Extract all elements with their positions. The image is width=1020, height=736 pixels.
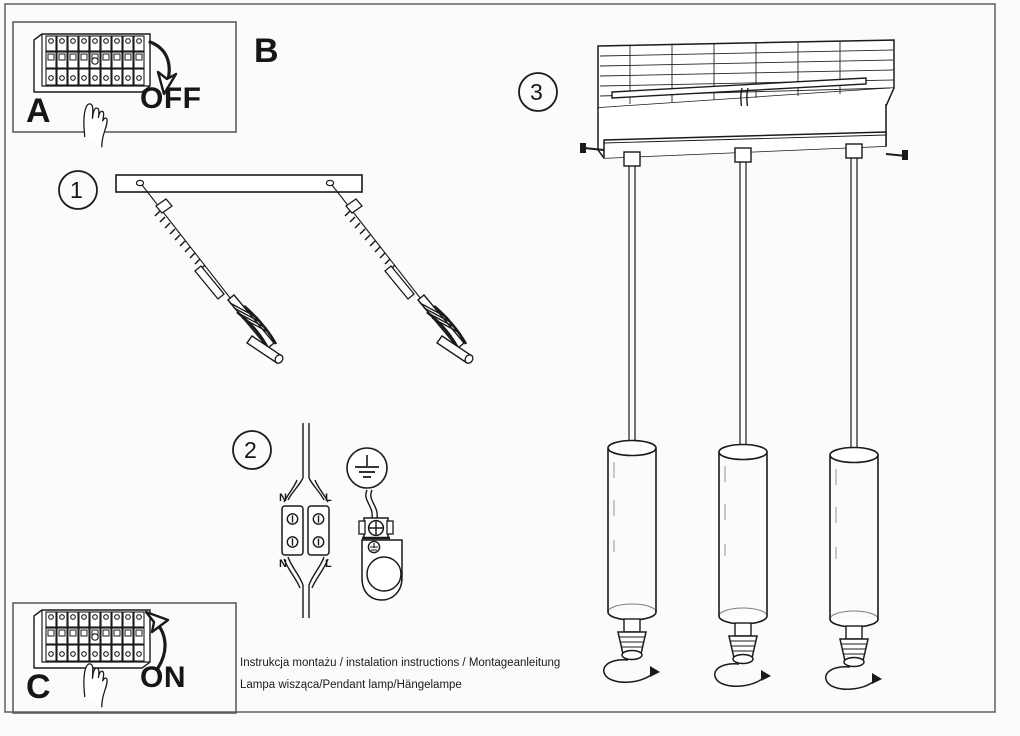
pendant-shade-3 xyxy=(825,446,882,691)
pendant-shade-2 xyxy=(714,443,771,688)
panel-c-state-label: ON xyxy=(140,661,186,694)
breaker-panel-a xyxy=(33,33,151,93)
terminal-label-n-bottom: N xyxy=(279,558,287,570)
breaker-panel-c xyxy=(33,609,151,669)
pendant-shade-1 xyxy=(603,439,660,684)
terminal-label-l-top: L xyxy=(325,492,332,504)
caption-line-2: Lampa wisząca/Pendant lamp/Hängelampe xyxy=(240,679,462,691)
step-2-badge xyxy=(232,430,272,470)
bar-screw-left xyxy=(580,143,605,153)
step-2-illustration xyxy=(232,423,403,618)
arrow-up-icon xyxy=(144,610,170,670)
ceiling-mount-bar xyxy=(580,104,908,167)
terminal-block xyxy=(281,505,330,556)
hand-icon-a xyxy=(83,103,108,148)
panel-c-letter: C xyxy=(26,668,52,706)
panel-a-state-label: OFF xyxy=(140,82,202,115)
step-2-number: 2 xyxy=(244,437,257,463)
bar-screw-right xyxy=(885,150,908,160)
step-1-badge xyxy=(58,170,98,210)
step-3-badge xyxy=(518,72,558,112)
panel-b-letter: B xyxy=(254,32,280,70)
step-3-illustration xyxy=(518,39,908,691)
ceiling-slab xyxy=(597,39,895,119)
terminal-label-l-bottom: L xyxy=(325,558,332,570)
mounting-bar xyxy=(115,174,363,193)
step-3-number: 3 xyxy=(530,79,543,105)
step-1-number: 1 xyxy=(70,177,83,203)
step-1-illustration xyxy=(58,170,474,364)
screw-plug-right xyxy=(331,184,474,364)
panel-c-border xyxy=(12,602,237,714)
lamp-cable-bottom xyxy=(283,556,329,618)
screw-plug-left xyxy=(141,184,284,364)
panel-a-border xyxy=(12,21,237,133)
panel-a-letter: A xyxy=(26,92,52,130)
supply-cable-top xyxy=(283,423,329,503)
wall-plug-left xyxy=(227,294,284,364)
hand-icon-c xyxy=(83,663,108,708)
earth-clamp xyxy=(358,517,403,601)
terminal-label-n-top: N xyxy=(279,492,287,504)
arrow-down-icon xyxy=(148,40,178,96)
suspension-cables xyxy=(628,158,858,448)
page-border xyxy=(4,3,996,713)
wall-plug-right xyxy=(417,294,474,364)
earth-ground-icon xyxy=(346,447,388,489)
caption-line-1: Instrukcja montażu / instalation instruc… xyxy=(240,657,561,669)
